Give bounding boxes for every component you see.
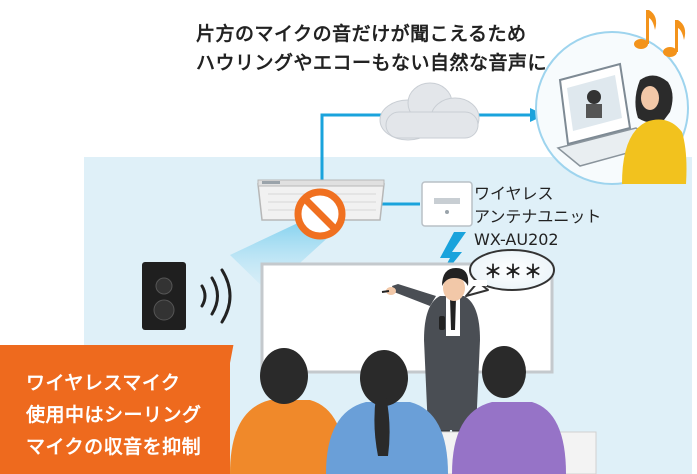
callout-text: ワイヤレスマイク 使用中はシーリング マイクの収音を抑制 [26,367,202,463]
antenna-label-line-1: ワイヤレス [474,184,554,203]
callout-line-3: マイクの収音を抑制 [26,436,202,458]
audience [230,346,597,474]
prohibit-icon [294,188,346,240]
speech-bubble [465,249,555,297]
remote-participant [535,31,689,185]
headline-line-2: ハウリングやエコーもない自然な音声に [196,52,548,74]
speech-bubble-text: ＊＊＊ [484,262,544,283]
cloud-icon [379,82,480,141]
sound-wave-icon [200,268,232,324]
callout-box [0,345,234,474]
wireless-antenna-unit [421,181,473,227]
headline: 片方のマイクの音だけが聞こえるため ハウリングやエコーもない自然な音声に [196,20,547,78]
callout-line-2: 使用中はシーリング [26,404,202,426]
antenna-unit-label: ワイヤレス アンテナユニット WX-AU202 [474,182,601,251]
headline-line-1: 片方のマイクの音だけが聞こえるため [196,23,527,45]
pickup-beam [230,222,345,292]
callout-line-1: ワイヤレスマイク [26,372,181,394]
antenna-label-line-2: アンテナユニット [474,207,602,226]
antenna-model-number: WX-AU202 [474,230,559,249]
music-note-icon [634,10,686,57]
loudspeaker [142,262,186,330]
